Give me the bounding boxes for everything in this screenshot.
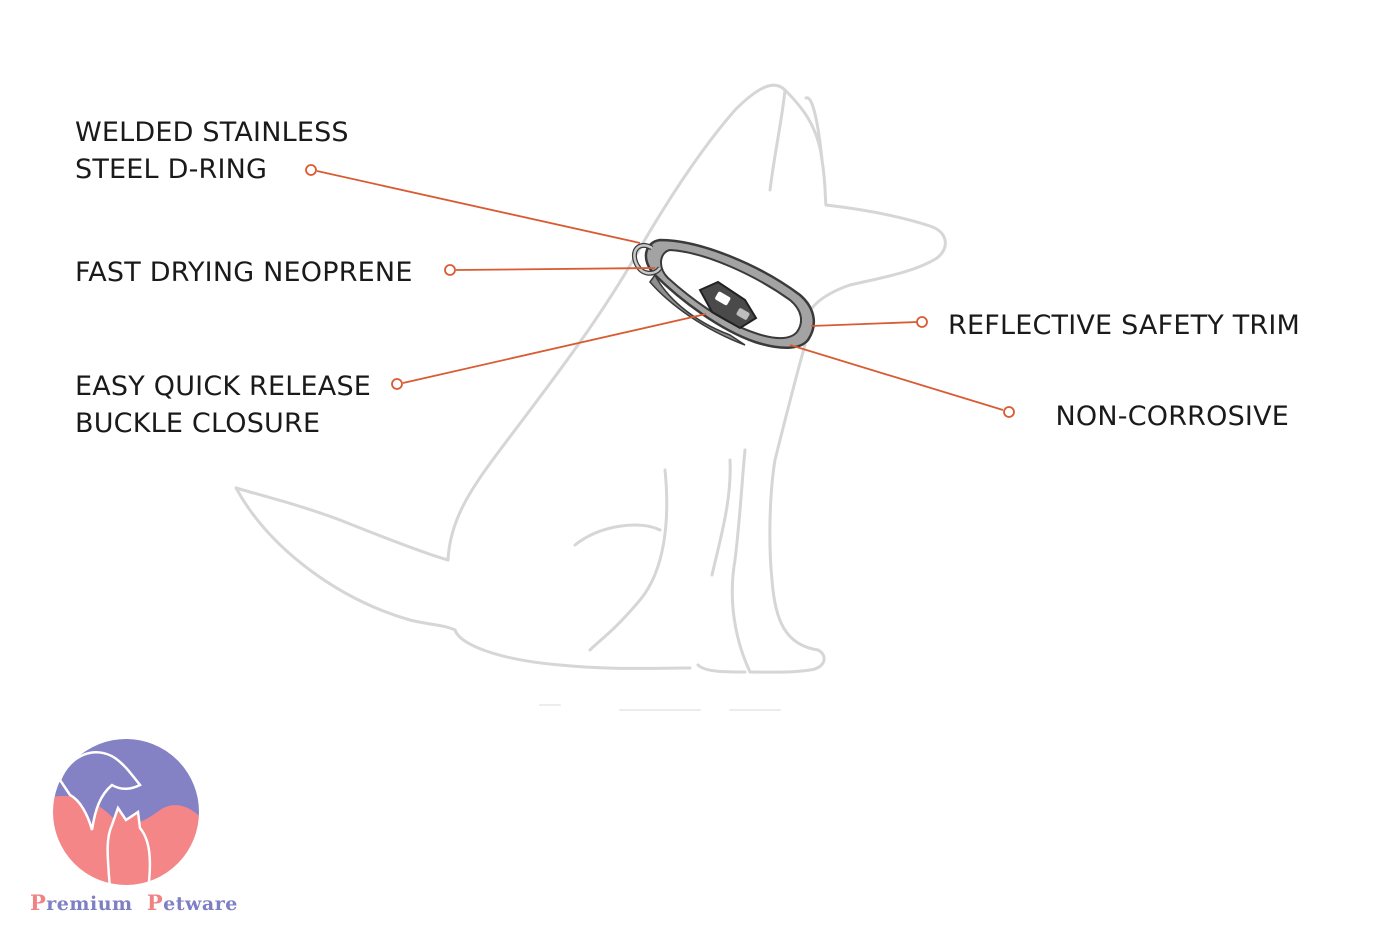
leader-line-corrosive [790, 345, 1003, 410]
callout-label-trim: REFLECTIVE SAFETY TRIM [948, 307, 1300, 344]
callout-label-corrosive: NON-CORROSIVE [1056, 398, 1290, 435]
callout-dring-line2: STEEL D-RING [75, 151, 349, 188]
endpoint-trim [917, 317, 927, 327]
callout-buckle-line2: BUCKLE CLOSURE [75, 405, 371, 442]
collar-icon [634, 240, 813, 348]
endpoint-corrosive [1004, 407, 1014, 417]
callout-buckle-line1: EASY QUICK RELEASE [75, 368, 371, 405]
callout-neoprene-line1: FAST DRYING NEOPRENE [75, 254, 413, 291]
endpoint-buckle [392, 379, 402, 389]
leader-line-trim [811, 322, 917, 326]
leader-line-buckle [403, 314, 706, 383]
brand-word2-cap: P [147, 890, 163, 915]
callout-trim-line1: REFLECTIVE SAFETY TRIM [948, 307, 1300, 344]
brand-word1-cap: P [30, 890, 46, 915]
leader-line-dring [317, 171, 640, 243]
brand-word2-rest: etware [163, 893, 238, 915]
brand-logo-icon [40, 738, 210, 900]
callout-corrosive-line1: NON-CORROSIVE [1056, 398, 1290, 435]
callout-dring-line1: WELDED STAINLESS [75, 114, 349, 151]
callout-label-buckle: EASY QUICK RELEASE BUCKLE CLOSURE [75, 368, 371, 442]
brand-word1-rest: remium [46, 893, 132, 915]
leader-line-neoprene [456, 268, 655, 270]
endpoint-neoprene [445, 265, 455, 275]
brand-name: Premium Petware [30, 890, 238, 915]
callout-label-neoprene: FAST DRYING NEOPRENE [75, 254, 413, 291]
callout-label-dring: WELDED STAINLESS STEEL D-RING [75, 114, 349, 188]
